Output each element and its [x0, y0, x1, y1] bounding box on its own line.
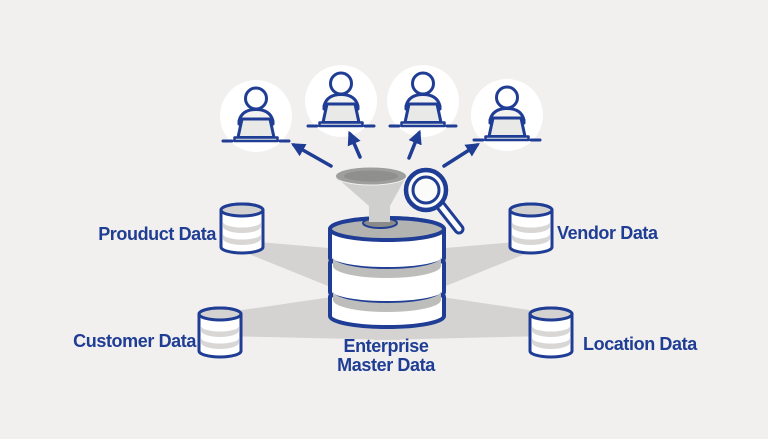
arrow-icon-2: [347, 130, 362, 159]
arrow-icon-3: [407, 129, 422, 160]
label-enterprise-master-data: Enterprise Master Data: [306, 337, 466, 375]
database-icon-customer: [197, 306, 243, 359]
person-at-laptop-icon-1: [218, 78, 294, 154]
person-at-laptop-icon-3: [385, 63, 461, 139]
funnel-icon: [336, 167, 406, 222]
label-enterprise-line2: Master Data: [337, 355, 435, 375]
magnifier-icon: [403, 167, 465, 235]
distribution-arrows: [290, 129, 480, 168]
database-icon-vendor: [508, 202, 554, 255]
label-location-data: Location Data: [583, 334, 697, 354]
enterprise-database-icon: [328, 216, 446, 329]
arrow-icon-1: [290, 143, 333, 168]
label-vendor-data: Vendor Data: [557, 223, 658, 243]
database-icon-product: [219, 202, 265, 255]
database-icon-location: [528, 306, 574, 359]
person-at-laptop-icon-4: [469, 77, 545, 153]
person-at-laptop-icon-2: [303, 63, 379, 139]
label-product-data: Prouduct Data: [98, 224, 216, 244]
label-enterprise-line1: Enterprise: [343, 336, 429, 356]
label-customer-data: Customer Data: [73, 331, 196, 351]
arrow-icon-4: [442, 143, 480, 168]
